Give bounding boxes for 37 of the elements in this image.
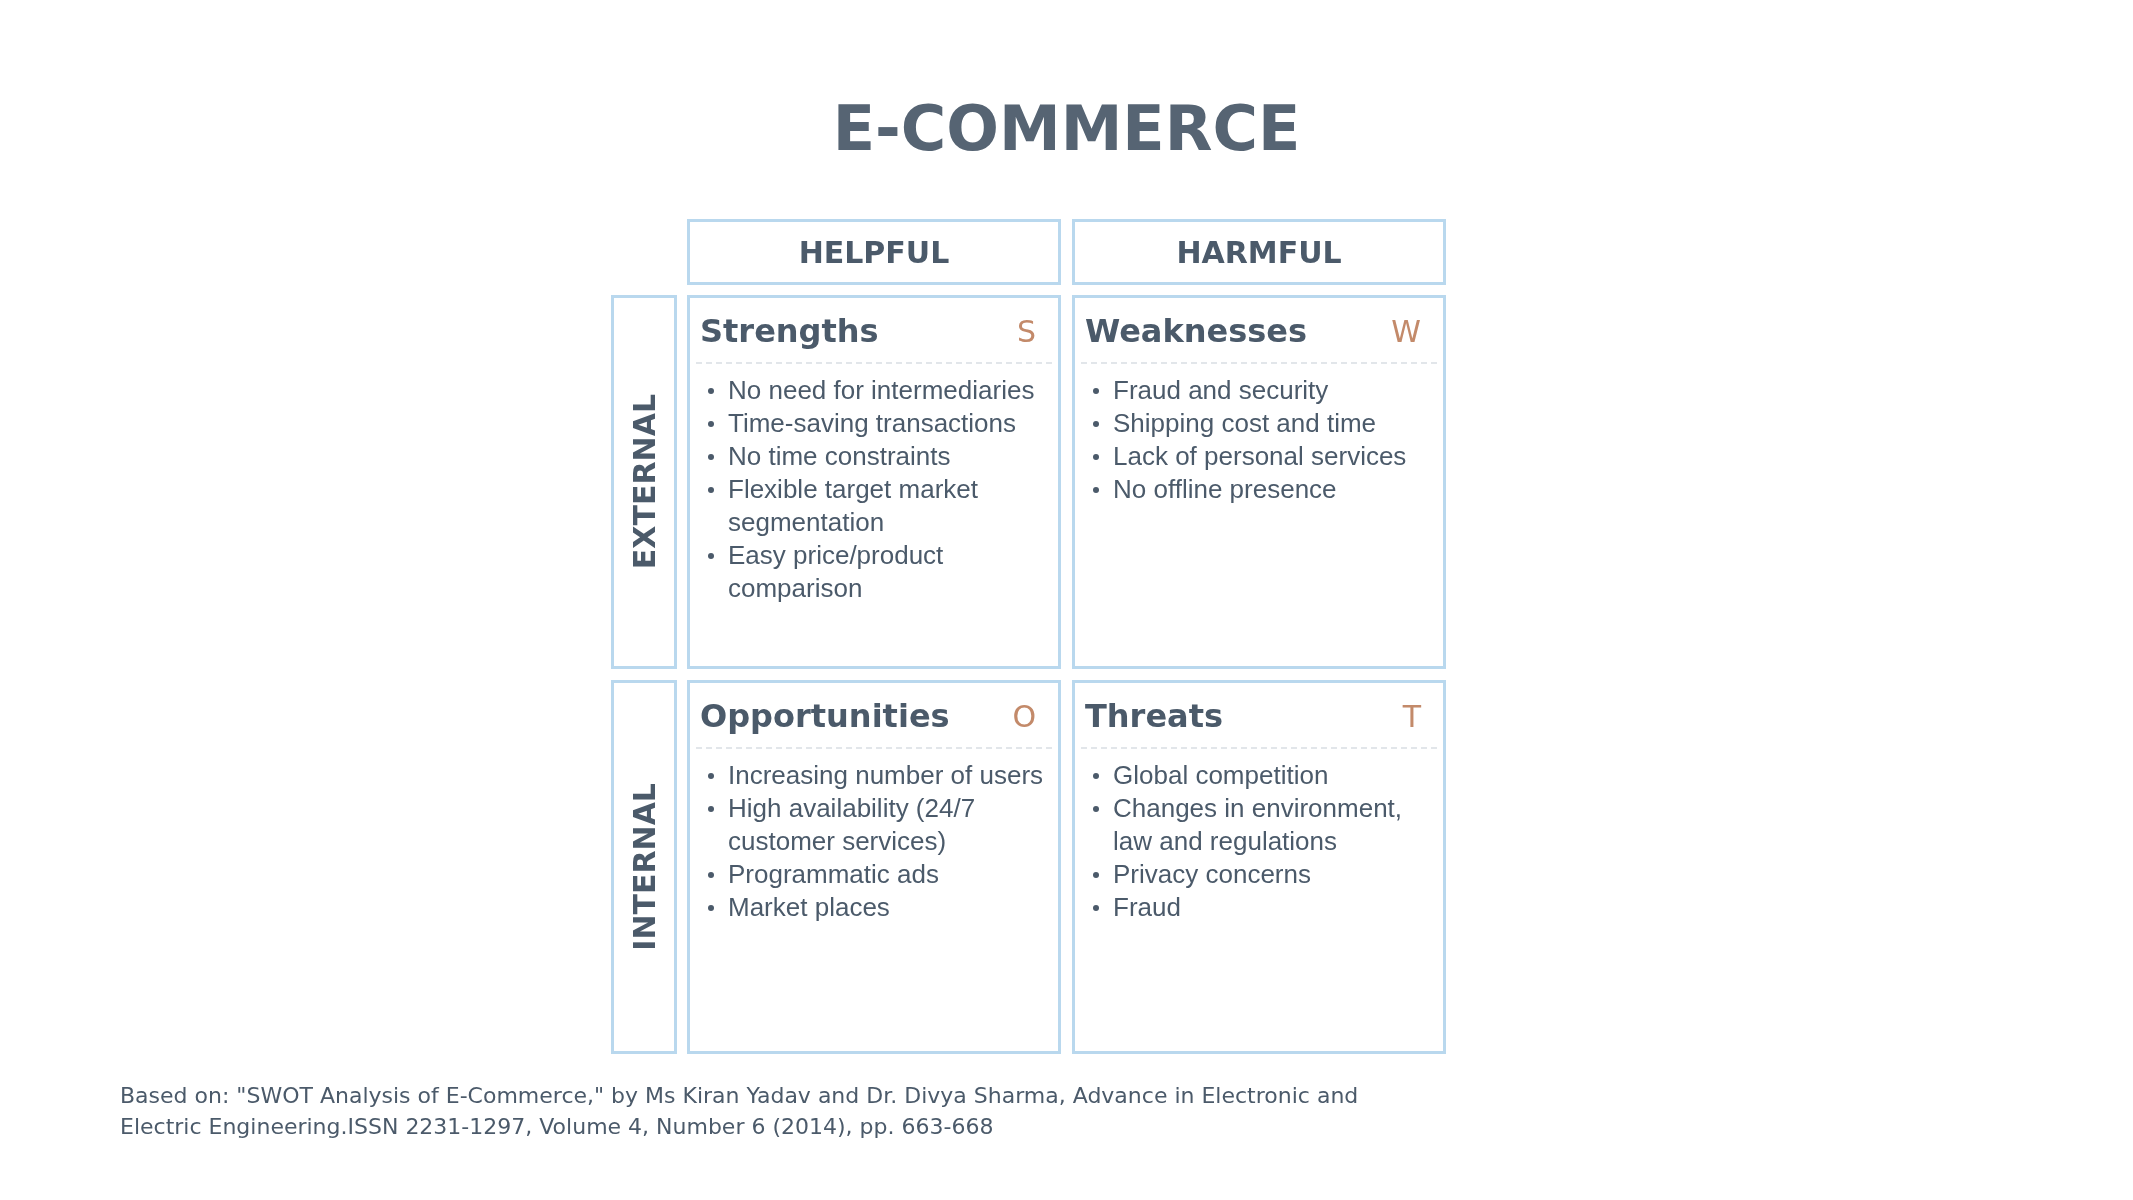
quadrant-box: [1072, 680, 1446, 1054]
row-header: INTERNAL: [626, 783, 662, 951]
quadrant-letter: S: [1016, 314, 1036, 349]
bullet-item: Privacy concerns: [1089, 858, 1435, 891]
row-header: EXTERNAL: [626, 394, 662, 570]
bullet-item: Market places: [704, 891, 1050, 924]
bullet-item: High availability (24/7 customer services): [704, 792, 1050, 858]
bullet-item: Lack of personal services: [1089, 440, 1435, 473]
bullet-item: Fraud: [1089, 891, 1435, 924]
bullet-item: Global competition: [1089, 759, 1435, 792]
row-header-box: [611, 680, 677, 1054]
bullet-item: Programmatic ads: [704, 858, 1050, 891]
quadrant-heading: Strengths: [700, 312, 879, 350]
quadrant-heading: Threats: [1085, 697, 1224, 735]
bullet-item: No need for intermediaries: [704, 374, 1050, 407]
title: E-COMMERCE: [831, 92, 1302, 165]
bullet-item: No offline presence: [1089, 473, 1435, 506]
quadrant-box: [1072, 295, 1446, 669]
quadrant-heading: Weaknesses: [1085, 312, 1308, 350]
row-header-box: [611, 295, 677, 669]
quadrant-letter: O: [1012, 699, 1036, 734]
bullet-item: Changes in environment, law and regulations: [1089, 792, 1435, 858]
column-header: HARMFUL: [1072, 219, 1446, 285]
quadrant-letter: W: [1391, 314, 1421, 349]
bullet-item: No time constraints: [704, 440, 1050, 473]
quadrant-heading: Opportunities: [700, 697, 950, 735]
bullet-item: Increasing number of users: [704, 759, 1050, 792]
bullet-item: Time-saving transactions: [704, 407, 1050, 440]
source-caption: Based on: "SWOT Analysis of E-Commerce," by Ms Kiran Yadav and Dr. Divya Sharma, Advance in Electronic and Electric Engineering.ISSN 2231-1297, Volume 4, Number 6 (2014), pp. 663-668: [120, 1082, 1360, 1141]
quadrant-letter: T: [1402, 699, 1421, 734]
bullet-item: Flexible target market segmentation: [704, 473, 1050, 539]
bullet-item: Fraud and security: [1089, 374, 1435, 407]
bullet-item: Easy price/product comparison: [704, 539, 1050, 605]
column-header: HELPFUL: [687, 219, 1061, 285]
quadrant-box: [687, 295, 1061, 669]
quadrant-box: [687, 680, 1061, 1054]
bullet-item: Shipping cost and time: [1089, 407, 1435, 440]
